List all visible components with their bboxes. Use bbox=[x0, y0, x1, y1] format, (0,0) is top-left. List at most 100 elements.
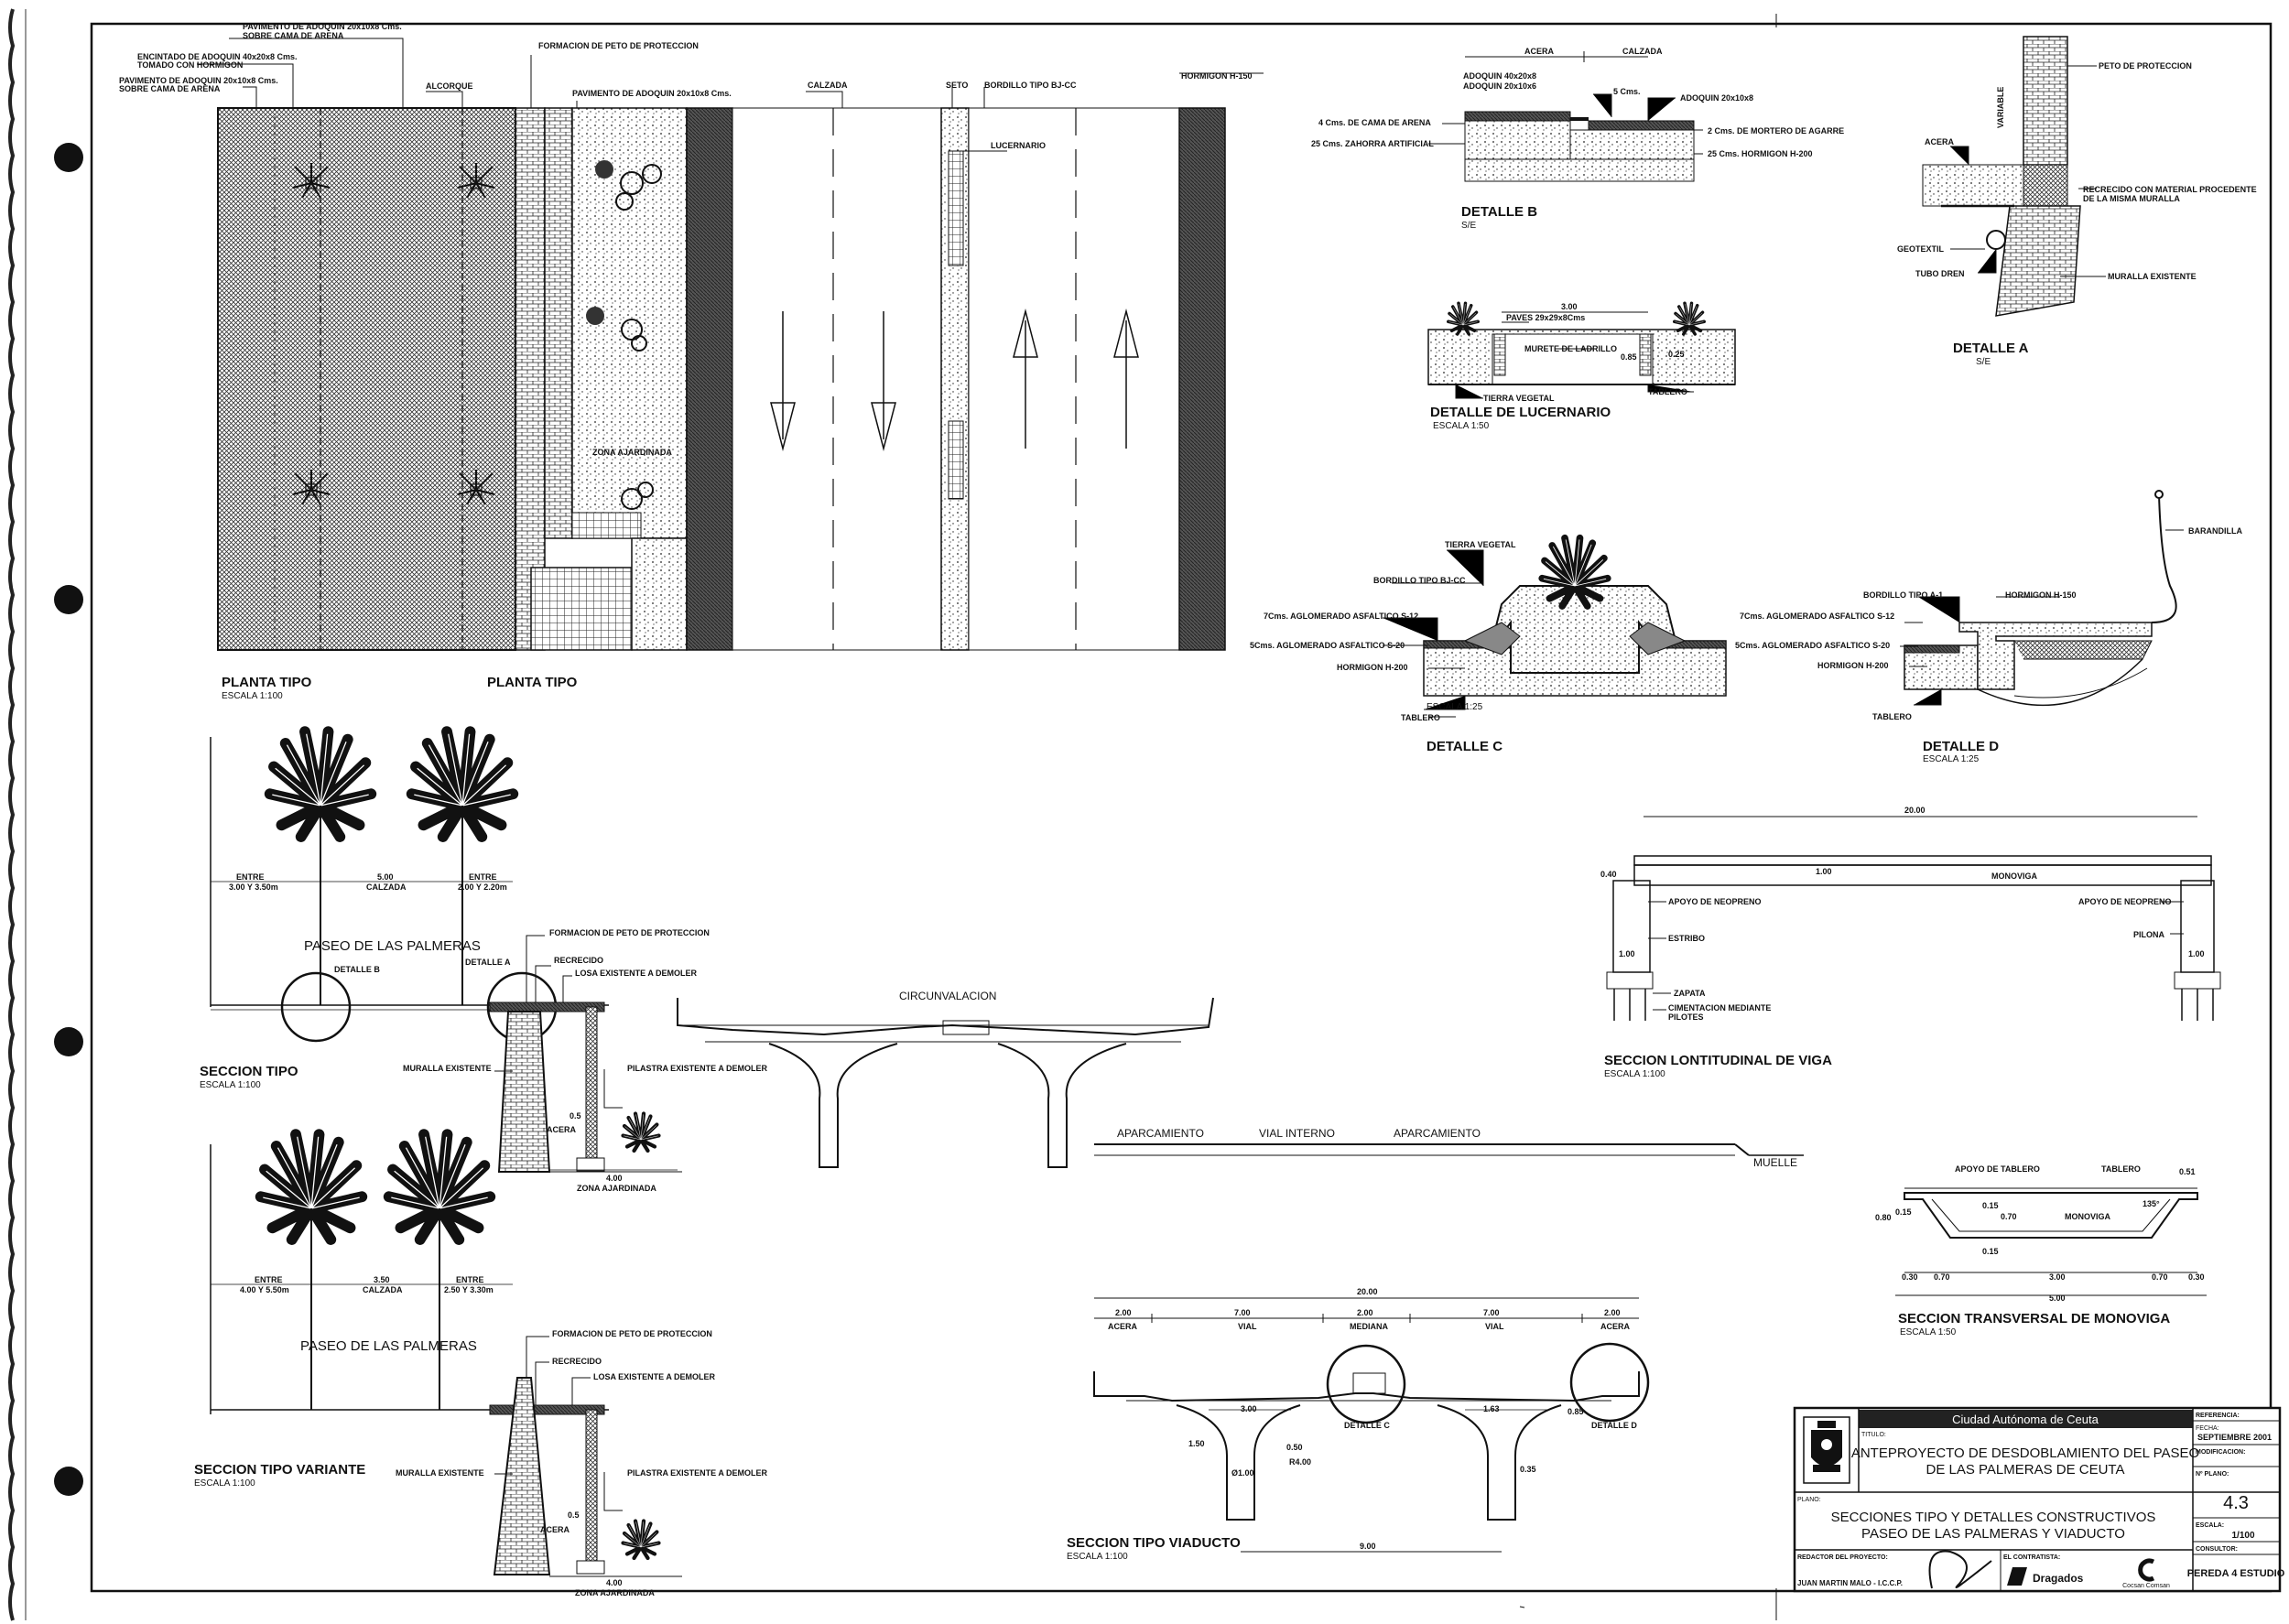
monoviga-d070: 0.70 bbox=[2001, 1212, 2017, 1221]
monoviga-d070a: 0.70 bbox=[1934, 1272, 1950, 1282]
cartouche-titulo-1: ANTEPROYECTO DE DESDOBLAMIENTO DEL PASEO bbox=[1851, 1445, 2199, 1461]
monoviga-d070b: 0.70 bbox=[2152, 1272, 2168, 1282]
viaducto-detalle-d: DETALLE D bbox=[1591, 1421, 1637, 1430]
detalle-d-hormigon150: HORMIGON H-150 bbox=[2005, 590, 2077, 600]
viga-pilona: PILONA bbox=[2133, 930, 2165, 939]
detalle-d-bordillo: BORDILLO TIPO A-1 bbox=[1863, 590, 1943, 600]
monoviga-apoyo: APOYO DE TABLERO bbox=[1955, 1164, 2040, 1174]
detalle-a-variable: VARIABLE bbox=[1996, 87, 2005, 128]
monoviga-scale: ESCALA 1:50 bbox=[1900, 1327, 1957, 1337]
viaducto-phi: Ø1.00 bbox=[1231, 1468, 1254, 1478]
viaducto-vial-interno: VIAL INTERNO bbox=[1259, 1127, 1335, 1140]
seccion-viaducto: 20.00 2.00 ACERA 7.00 VIAL 2.00 MEDIANA … bbox=[1067, 1287, 1650, 1562]
label-bordillo: BORDILLO TIPO BJ-CC bbox=[984, 81, 1077, 90]
variante-zona: ZONA AJARDINADA bbox=[575, 1588, 655, 1597]
detalle-b-adoquin-20: ADOQUIN 20x10x6 bbox=[1463, 81, 1536, 91]
viga-d040: 0.40 bbox=[1600, 870, 1617, 879]
viaducto-circunvalacion: CIRCUNVALACION bbox=[899, 990, 996, 1002]
viaducto-d200b: 2.00 bbox=[1604, 1308, 1621, 1317]
detalle-a-acera: ACERA bbox=[1925, 137, 1955, 146]
monoviga-d030b: 0.30 bbox=[2188, 1272, 2205, 1282]
detalle-a-recrecido: RECRECIDO CON MATERIAL PROCEDENTE bbox=[2083, 185, 2257, 194]
seccion-tipo-zona: ZONA AJARDINADA bbox=[577, 1184, 656, 1193]
cartouche-nplano: 4.3 bbox=[2223, 1493, 2249, 1513]
cartouche-dragados: Dragados bbox=[2033, 1572, 2084, 1585]
seccion-tipo-formacion: FORMACION DE PETO DE PROTECCION bbox=[549, 928, 710, 937]
detalle-c-escala: ESCALA 1:25 bbox=[1427, 702, 1483, 712]
viaducto-d200a: 2.00 bbox=[1115, 1308, 1132, 1317]
label-calzada: CALZADA bbox=[808, 81, 848, 90]
binder-edge bbox=[8, 8, 83, 1621]
detalle-a-muralla: MURALLA EXISTENTE bbox=[2108, 272, 2197, 281]
lucernario-h: 0.85 bbox=[1621, 352, 1637, 362]
viaducto-d300: 3.00 bbox=[1241, 1404, 1257, 1413]
label-lucernario: LUCERNARIO bbox=[991, 141, 1046, 150]
monoviga-d051: 0.51 bbox=[2179, 1167, 2196, 1176]
viaducto-acera-r: ACERA bbox=[1600, 1322, 1631, 1331]
monoviga-d015b: 0.15 bbox=[1982, 1201, 1999, 1210]
cartouche-cocsan: Cocsan Comsan bbox=[2122, 1583, 2170, 1589]
viga-cimentacion: CIMENTACION MEDIANTE bbox=[1668, 1003, 1771, 1012]
detalle-b-adoquin-20b: ADOQUIN 20x10x8 bbox=[1680, 93, 1753, 103]
viga-d100: 1.00 bbox=[1816, 867, 1832, 876]
detalle-a-geotextil: GEOTEXTIL bbox=[1897, 244, 1945, 254]
monoviga-d015c: 0.15 bbox=[1982, 1247, 1999, 1256]
variante-d05: 0.5 bbox=[568, 1510, 580, 1520]
detalle-lucernario: 3.00 PAVES 29x29x8Cms MURETE DE LADRILLO… bbox=[1427, 301, 1736, 431]
seccion-tipo-title: SECCION TIPO bbox=[200, 1064, 298, 1079]
label-sobre-cama: SOBRE CAMA DE ARENA bbox=[243, 31, 344, 40]
detalle-b-zahorra: 25 Cms. ZAHORRA ARTIFICIAL bbox=[1311, 139, 1434, 148]
lucernario-title: DETALLE DE LUCERNARIO bbox=[1430, 405, 1611, 420]
seccion-tipo-dim-c: 5.00 bbox=[377, 872, 394, 882]
seccion-monoviga: APOYO DE TABLERO TABLERO 0.51 0.80 0.15 … bbox=[1875, 1164, 2207, 1337]
seccion-tipo-d05: 0.5 bbox=[570, 1111, 581, 1121]
seccion-viga: 20.00 0.40 1.00 MONOVIGA APOYO DE NEOPRE… bbox=[1600, 806, 2221, 1079]
detalle-d: BARANDILLA BORDILLO TIPO A-1 HORMIGON H-… bbox=[1735, 490, 2242, 764]
viaducto-d163: 1.63 bbox=[1483, 1404, 1500, 1413]
variante-losa: LOSA EXISTENTE A DEMOLER bbox=[593, 1372, 716, 1381]
detalle-b-scale: S/E bbox=[1461, 221, 1476, 231]
variante-entre-l: ENTRE bbox=[255, 1275, 283, 1284]
label-alcorque: ALCORQUE bbox=[426, 81, 473, 91]
detalle-c-aglo12: 7Cms. AGLOMERADO ASFALTICO S-12 bbox=[1264, 612, 1418, 621]
viaducto-d150: 1.50 bbox=[1188, 1439, 1205, 1448]
viga-zapata: ZAPATA bbox=[1674, 989, 1706, 998]
cartouche-referencia: REFERENCIA: bbox=[2196, 1413, 2240, 1419]
viga-pilotes: PILOTES bbox=[1668, 1012, 1704, 1022]
viaducto-detalle-c: DETALLE C bbox=[1344, 1421, 1390, 1430]
detalle-b-5cms: 5 Cms. bbox=[1613, 87, 1641, 96]
detalle-b-calzada: CALZADA bbox=[1622, 47, 1663, 56]
seccion-tipo-variante: ENTRE 4.00 Y 5.50m 3.50 CALZADA ENTRE 2.… bbox=[194, 1134, 768, 1597]
seccion-tipo-scale: ESCALA 1:100 bbox=[200, 1080, 261, 1090]
detalle-b-adoquin-40: ADOQUIN 40x20x8 bbox=[1463, 71, 1536, 81]
detalle-d-hormigon: HORMIGON H-200 bbox=[1817, 661, 1889, 670]
variante-recrecido: RECRECIDO bbox=[552, 1357, 602, 1366]
lucernario-tierra: TIERRA VEGETAL bbox=[1483, 394, 1555, 403]
cartouche-consultor-lbl: CONSULTOR: bbox=[2196, 1546, 2238, 1553]
viaducto-aparcamiento-2: APARCAMIENTO bbox=[1394, 1127, 1481, 1140]
cocsan-logo bbox=[2138, 1558, 2155, 1582]
seccion-tipo-pilastra: PILASTRA EXISTENTE A DEMOLER bbox=[627, 1064, 768, 1073]
sheet-frame bbox=[90, 22, 2273, 1593]
variante-paseo: PASEO DE LAS PALMERAS bbox=[300, 1338, 477, 1354]
label-encintado: ENCINTADO DE ADOQUIN 40x20x8 Cms. bbox=[137, 52, 298, 61]
variante-dim-r: 2.50 Y 3.30m bbox=[444, 1285, 494, 1294]
detalle-a-peto: PETO DE PROTECCION bbox=[2099, 61, 2192, 70]
detalle-d-aglo20: 5Cms. AGLOMERADO ASFALTICO S-20 bbox=[1735, 641, 1890, 650]
detalle-b: ACERA CALZADA ADOQUIN 40x20x8 ADOQUIN 20… bbox=[1311, 47, 1844, 231]
seccion-tipo-entre-l: ENTRE bbox=[236, 872, 265, 882]
viaducto-d20: 20.00 bbox=[1357, 1287, 1378, 1296]
cartouche-entity: Ciudad Autónoma de Ceuta bbox=[1952, 1413, 2099, 1426]
cartouche-escala-lbl: ESCALA: bbox=[2196, 1522, 2224, 1529]
variante-acera: ACERA bbox=[540, 1525, 570, 1534]
seccion-tipo-paseo: PASEO DE LAS PALMERAS bbox=[304, 938, 481, 954]
detalle-b-title: DETALLE B bbox=[1461, 204, 1537, 220]
viaducto-elevacion: CIRCUNVALACION APARCAMIENTO VIAL INTERNO… bbox=[677, 990, 1804, 1169]
label-sobre-cama-2: SOBRE CAMA DE ARENA bbox=[119, 84, 221, 93]
lucernario-h2: 0.25 bbox=[1668, 350, 1685, 359]
monoviga-tablero: TABLERO bbox=[2101, 1164, 2141, 1174]
detalle-a: PETO DE PROTECCION VARIABLE ACERA RECREC… bbox=[1897, 36, 2257, 367]
monoviga-d080: 0.80 bbox=[1875, 1213, 1892, 1222]
cartouche-plano-1: SECCIONES TIPO Y DETALLES CONSTRUCTIVOS bbox=[1831, 1510, 2156, 1525]
title-planta-tipo: PLANTA TIPO bbox=[222, 675, 312, 690]
